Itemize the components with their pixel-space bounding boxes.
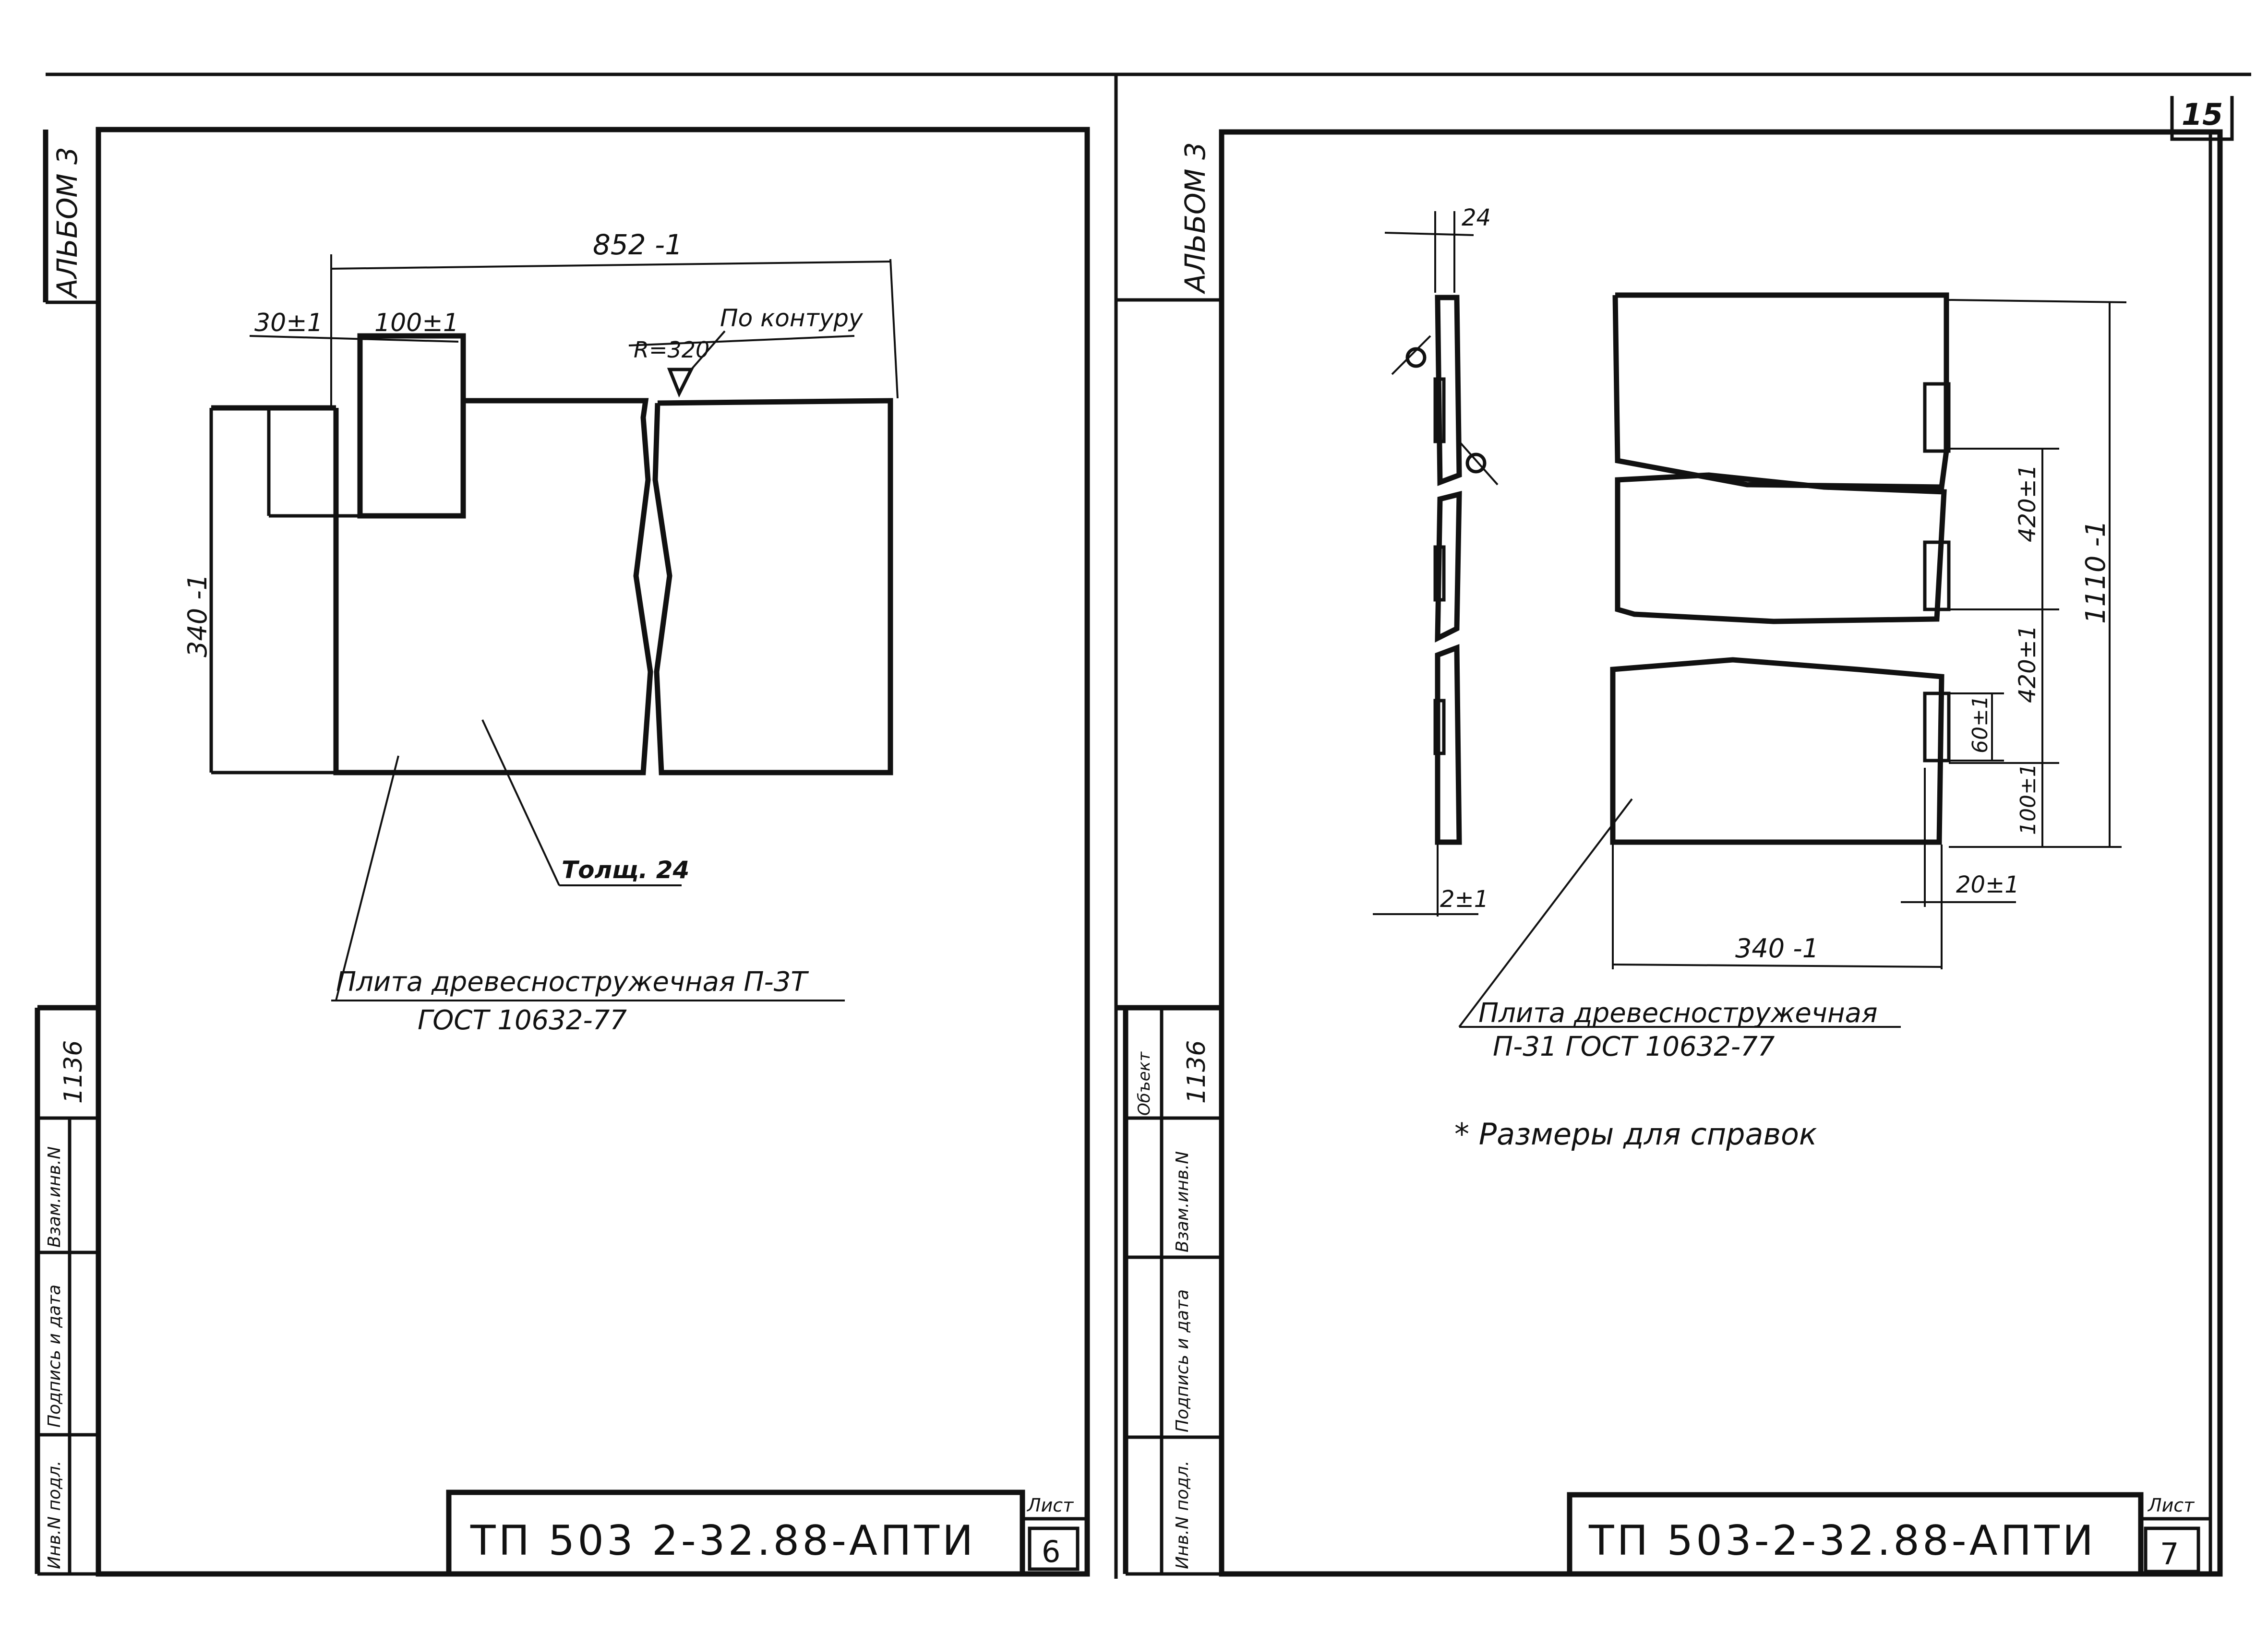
right-stamp-inventory: Инв.N подл. <box>1173 1461 1192 1569</box>
right-doc-code: ТП 503-2-32.88-АПТИ <box>1588 1517 2096 1565</box>
right-dim-slot: 60±1 100±1 <box>1949 692 2043 847</box>
right-sheet-label: Лист <box>2147 1495 2195 1516</box>
left-dim-overall-label: 852 -1 <box>593 228 683 261</box>
left-thickness-label: Толщ. 24 <box>562 856 689 884</box>
right-material-standard: П-31 ГОСТ 10632-77 <box>1493 1031 1775 1062</box>
right-side-code: 1136 <box>1182 1040 1211 1104</box>
left-stamp-inventory: Инв.N подл. <box>45 1461 64 1569</box>
left-plate-drawing <box>209 333 893 775</box>
right-dim-slot-depth-label: 20±1 <box>1956 871 2019 898</box>
right-stamp-replacement: Взам.инв.N <box>1173 1151 1192 1252</box>
left-stamp-replacement: Взам.инв.N <box>45 1146 64 1248</box>
left-stamp-signature: Подпись и дата <box>45 1285 64 1428</box>
left-side-stamp: 1136 Взам.инв.N Подпись и дата Инв.N под… <box>35 1005 98 1576</box>
right-dim-pitch: 420±1 420±1 <box>1949 448 2059 764</box>
right-side-stamp: Объект 1136 Взам.инв.N Подпись и дата Ин… <box>1116 1005 1222 1576</box>
left-dim-edge: 30±1 100±1 <box>249 309 459 343</box>
left-album-label: АЛЬБОМ 3 <box>43 130 98 304</box>
right-dim-offset: 2±1 <box>1440 886 1488 913</box>
right-dim-slot-label: 60±1 <box>1968 695 1992 753</box>
left-material-standard: ГОСТ 10632-77 <box>418 1005 627 1036</box>
left-dim-edge-label: 30±1 <box>254 309 323 337</box>
right-dim-total: 1110 -1 <box>1948 299 2127 848</box>
right-dim-pitch-2: 420±1 <box>2014 625 2041 703</box>
left-radius-label: R=320 <box>634 337 709 363</box>
left-side-code: 1136 <box>59 1040 88 1104</box>
left-dim-overall: 852 -1 <box>330 228 899 408</box>
right-dim-width: 340 -1 <box>1612 845 1943 969</box>
right-side-label: Объект <box>1135 1051 1154 1116</box>
right-sheet-no: 7 <box>2160 1537 2179 1572</box>
left-album-text: АЛЬБОМ 3 <box>51 147 84 299</box>
right-dim-thickness: 24 <box>1462 204 1491 231</box>
left-dim-height-label: 340 -1 <box>182 574 213 657</box>
left-sheet: 1136 Взам.инв.N Подпись и дата Инв.N под… <box>35 127 1090 1577</box>
right-dim-bottom-label: 100±1 <box>2016 763 2040 835</box>
right-album-label: АЛЬБОМ 3 <box>1116 142 1222 302</box>
right-front-view <box>1610 292 1951 845</box>
right-material-callout: Плита древесностружечная П-31 ГОСТ 10632… <box>1458 798 1901 1062</box>
left-dim-height: 340 -1 <box>182 408 213 773</box>
right-side-view: 24 2±1 <box>1373 204 1499 917</box>
right-material-name: Плита древесностружечная <box>1478 998 1878 1029</box>
left-sheet-label: Лист <box>1026 1495 1074 1516</box>
right-sheet: АЛЬБОМ 3 Объект 1136 Взам.инв.N Подпись … <box>1116 129 2223 1577</box>
left-dim-cut-label: 100±1 <box>374 309 459 337</box>
right-album-text: АЛЬБОМ 3 <box>1179 142 1212 295</box>
sheet-number-box: 15 <box>2170 96 2234 141</box>
left-contour-callout: По контуру R=320 <box>628 304 864 398</box>
left-material-name: Плита древесностружечная П-3Т <box>336 966 809 998</box>
right-title-block: ТП 503-2-32.88-АПТИ Лист 7 <box>1567 1492 2210 1574</box>
right-dim-slot-depth: 20±1 <box>1901 768 2019 907</box>
left-contour-note: По контуру <box>720 304 864 332</box>
left-thickness-callout: Толщ. 24 <box>481 719 689 886</box>
left-frame <box>96 127 1090 1577</box>
right-dim-total-label: 1110 -1 <box>2080 520 2112 624</box>
right-reference-note: * Размеры для справок <box>1454 1117 1817 1152</box>
sheet-number: 15 <box>2182 97 2223 132</box>
left-title-block: ТП 503 2-32.88-АПТИ Лист 6 <box>446 1489 1087 1574</box>
right-stamp-signature: Подпись и дата <box>1173 1289 1192 1432</box>
left-doc-code: ТП 503 2-32.88-АПТИ <box>470 1517 976 1565</box>
right-dim-width-label: 340 -1 <box>1735 933 1819 964</box>
left-sheet-no: 6 <box>1042 1534 1060 1569</box>
right-dim-pitch-1: 420±1 <box>2014 465 2041 542</box>
left-material-callout: Плита древесностружечная П-3Т ГОСТ 10632… <box>331 755 845 1036</box>
right-frame <box>1219 129 2223 1577</box>
